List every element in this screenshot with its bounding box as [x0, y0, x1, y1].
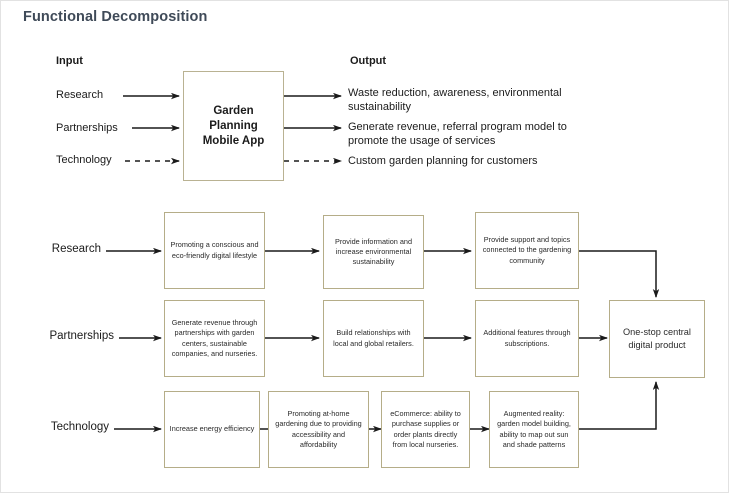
flow-node-technology-4-label: Augmented reality: garden model building… — [497, 409, 571, 449]
input-label-partnerships: Partnerships — [56, 122, 118, 134]
hub-node-garden-planning-mobile-app[interactable]: Garden Planning Mobile App — [183, 71, 284, 181]
flow-node-research-1[interactable]: Promoting a conscious and eco-friendly d… — [164, 212, 265, 289]
flow-row-label-technology: Technology — [50, 421, 109, 433]
flow-arrow-technology-to-final — [579, 381, 660, 430]
flow-node-technology-2-label: Promoting at-home gardening due to provi… — [275, 409, 362, 449]
flow-node-partnerships-3[interactable]: Additional features through subscription… — [475, 300, 579, 377]
flow-node-partnerships-3-label: Additional features through subscription… — [483, 328, 571, 348]
input-label-technology: Technology — [56, 154, 112, 166]
input-column-heading: Input — [56, 55, 83, 67]
flow-node-technology-3[interactable]: eCommerce: ability to purchase supplies … — [381, 391, 470, 468]
hub-node-label: Garden Planning Mobile App — [202, 104, 265, 147]
flow-arrow-research-to-final — [579, 250, 660, 298]
flow-node-research-2-label: Provide information and increase environ… — [334, 236, 413, 267]
input-label-research: Research — [56, 89, 104, 101]
flow-node-partnerships-1-label: Generate revenue through partnerships wi… — [171, 318, 258, 358]
flow-node-technology-1-label: Increase energy efficiency — [169, 424, 255, 434]
flow-node-technology-3-label: eCommerce: ability to purchase supplies … — [390, 409, 461, 449]
page-title: Functional Decomposition — [23, 9, 208, 25]
flow-node-partnerships-2[interactable]: Build relationships with local and globa… — [323, 300, 424, 377]
output-label-1: Waste reduction, awareness, environmenta… — [348, 87, 562, 113]
flow-row-label-research: Research — [51, 243, 101, 255]
flow-node-research-3-label: Provide support and topics connected to … — [482, 235, 572, 265]
flow-node-partnerships-1[interactable]: Generate revenue through partnerships wi… — [164, 300, 265, 377]
output-label-3: Custom garden planning for customers — [348, 155, 538, 167]
flow-row-label-partnerships: Partnerships — [49, 330, 114, 342]
flow-node-final-one-stop-central-digital-product[interactable]: One-stop central digital product — [609, 300, 705, 378]
flow-node-final-label: One-stop central digital product — [623, 327, 691, 350]
flow-node-partnerships-2-label: Build relationships with local and globa… — [333, 328, 414, 348]
flow-node-research-1-label: Promoting a conscious and eco-friendly d… — [170, 240, 259, 260]
flow-node-technology-2[interactable]: Promoting at-home gardening due to provi… — [268, 391, 369, 468]
flow-node-research-2[interactable]: Provide information and increase environ… — [323, 215, 424, 289]
flow-node-technology-4[interactable]: Augmented reality: garden model building… — [489, 391, 579, 468]
output-column-heading: Output — [350, 55, 387, 67]
output-label-2: Generate revenue, referral program model… — [348, 121, 567, 147]
flow-node-research-3[interactable]: Provide support and topics connected to … — [475, 212, 579, 289]
flow-node-technology-1[interactable]: Increase energy efficiency — [164, 391, 260, 468]
